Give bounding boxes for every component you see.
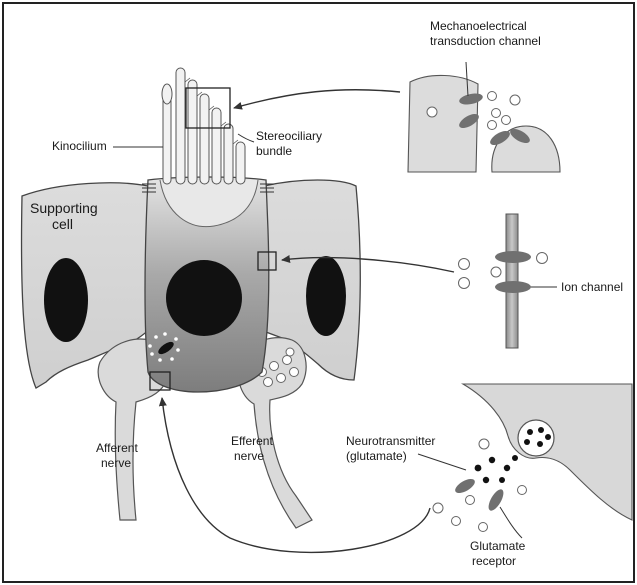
hair-cell-nucleus [166,260,242,336]
label-efferent-1: Efferent [231,434,273,448]
label-neurotransmitter-2: (glutamate) [346,449,407,463]
label-afferent-1: Afferent [96,441,138,455]
label-stereociliary-1: Stereociliary [256,129,322,143]
label-kinocilium: Kinocilium [52,139,107,153]
label-stereociliary-2: bundle [256,144,292,158]
kinocilium [162,84,172,184]
arrow-to-synapse [162,398,430,552]
stereocilia-leader [238,134,254,142]
label-neurotransmitter-1: Neurotransmitter [346,434,435,448]
inset-transduction [408,62,560,172]
label-ion-channel: Ion channel [561,280,623,294]
label-afferent-2: nerve [101,456,131,470]
label-efferent-2: nerve [234,449,264,463]
label-mechanoelectrical-1: Mechanoelectrical [430,19,527,33]
supporting-cell-nucleus-left [44,258,88,342]
label-mechanoelectrical-2: transduction channel [430,34,541,48]
label-glutamate-1: Glutamate [470,539,526,553]
label-supporting-2: cell [52,216,73,232]
inset-ion-channel [459,214,558,348]
label-supporting-1: Supporting [30,200,98,216]
supporting-cell-nucleus-right [306,256,346,336]
arrow-to-bundle [234,90,400,108]
inset-synapse [418,384,632,538]
label-glutamate-2: receptor [472,554,516,568]
